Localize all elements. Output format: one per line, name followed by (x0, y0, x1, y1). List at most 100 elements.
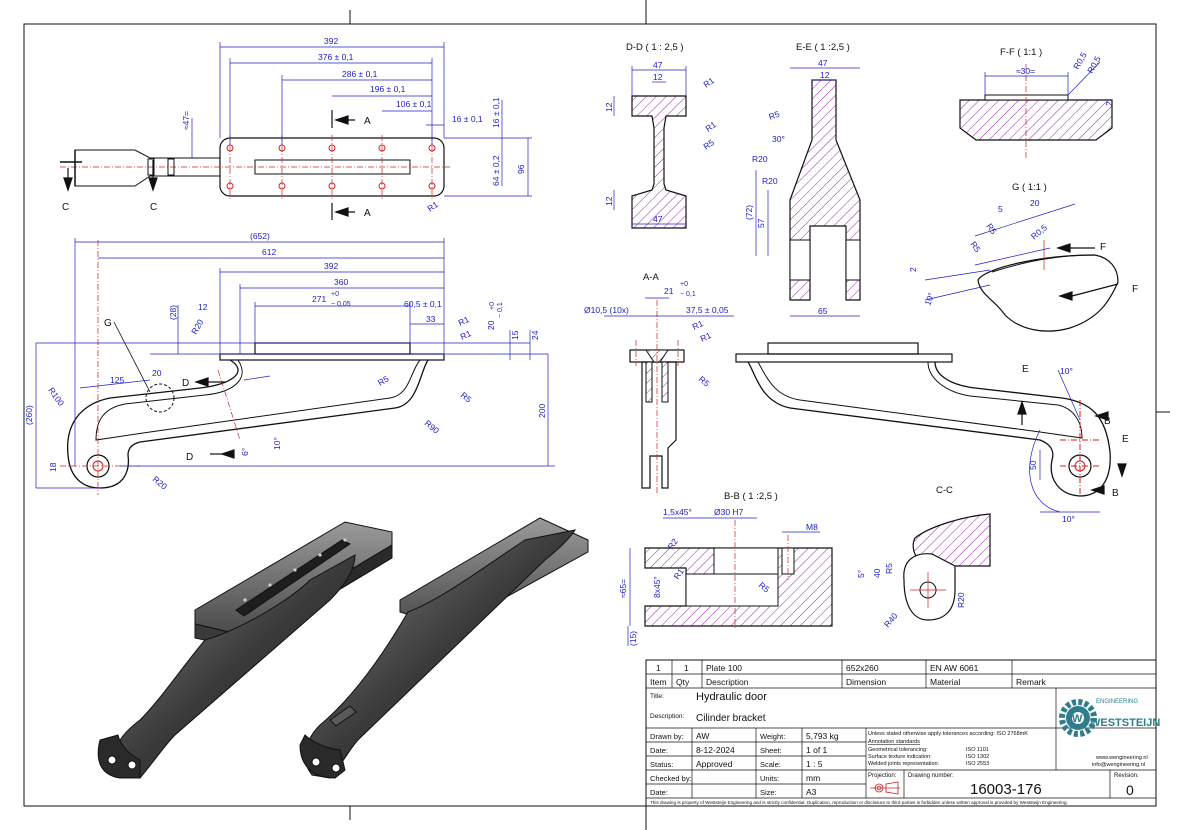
section-marker-d-top: D (182, 378, 189, 389)
section-c-c-title: C-C (936, 485, 953, 496)
cc-dim-5-deg: 5° (856, 570, 866, 578)
ff-dim-r05-b: R0,5 (1085, 54, 1103, 75)
ff-dim-2: 2 (1104, 101, 1114, 106)
dim-260: (260) (24, 405, 34, 425)
dim-360: 360 (334, 277, 348, 287)
dd-dim-r1-a: R1 (701, 75, 716, 90)
tb-title-label: Title: (650, 693, 664, 700)
ff-dim-30: ≈30= (1016, 66, 1035, 76)
rv-dim-10-deg-top: 10° (1060, 366, 1073, 376)
side-view: D D G (652) 612 392 360 271 +0 (24, 231, 555, 495)
aa-dim-hole: Ø10,5 (10x) (584, 305, 629, 315)
tb-revision-label: Revision: (1114, 773, 1139, 779)
section-marker-e-top: E (1022, 364, 1029, 375)
tb-std-label-geometric: Geometrical tolerancing: (868, 747, 928, 753)
g-dim-20: 20 (1030, 198, 1040, 208)
aa-dim-r1-b: R1 (699, 330, 713, 344)
dim-6-deg: 6° (240, 448, 250, 456)
dd-dim-r1-b: R1 (703, 119, 718, 134)
aa-dim-37-5: 37,5 ± 0,05 (686, 305, 729, 315)
tb-description: Cilinder bracket (696, 713, 766, 724)
cc-dim-r5: R5 (884, 563, 894, 574)
dim-15: 15 (510, 330, 520, 340)
title-block: 1 1 Plate 100 652x260 EN AW 6061 Item Qt… (645, 659, 1160, 807)
tb-title: Hydraulic door (696, 691, 767, 703)
dim-271-lower-tol: − 0,05 (331, 301, 351, 308)
dim-18: 18 (48, 462, 58, 472)
dim-12-side: 12 (198, 302, 208, 312)
bb-dim-m8: M8 (806, 522, 818, 532)
side-view-right: E E B B 10° 50 10° (735, 342, 1129, 524)
dim-20-lower: 20 (152, 368, 162, 378)
tb-drawn-by-label: Drawn by: (650, 732, 684, 741)
dim-60-5: 60,5 ± 0,1 (404, 299, 442, 309)
projection-symbol-icon (870, 781, 900, 795)
dd-dim-12-bottom: 12 (604, 196, 614, 206)
isometric-view-rear (299, 517, 589, 779)
section-marker-c-right: C (150, 202, 157, 213)
logo-company-name: WESTSTEIJN (1090, 717, 1160, 729)
tb-weight: 5,793 kg (806, 731, 839, 741)
bb-dim-65: ≈65= (618, 579, 628, 598)
aa-dim-21: 21 (664, 286, 674, 296)
section-marker-a-top: A (364, 116, 371, 127)
cc-dim-40: 40 (872, 568, 882, 578)
tb-checked-by-label: Checked by: (650, 774, 692, 783)
dim-20-upper-tol: +0 (489, 302, 496, 310)
bb-dim-bore: Ø30 H7 (714, 507, 744, 517)
ee-dim-72: (72) (744, 205, 754, 220)
tb-material-label: Material (930, 677, 960, 687)
dim-r20-lower: R20 (151, 474, 170, 492)
section-a-a: A-A 21 +0 − 0,1 Ø10,5 (10x) 37,5 ± 0,05 … (584, 272, 734, 495)
tb-description-value: Plate 100 (706, 663, 742, 673)
dim-125: 125 (110, 375, 124, 385)
tb-drawing-number: 16003-176 (970, 781, 1042, 798)
ee-dim-12: 12 (820, 70, 830, 80)
rv-dim-50: 50 (1028, 460, 1038, 470)
section-marker-d-bottom: D (186, 452, 193, 463)
tb-weight-label: Weight: (760, 732, 785, 741)
tb-remark-label: Remark (1016, 677, 1047, 687)
dim-r20-upper: R20 (189, 317, 206, 336)
section-marker-c-left: C (62, 202, 69, 213)
g-dim-r05: R0,5 (1029, 222, 1049, 241)
dim-33: 33 (426, 314, 436, 324)
tb-dimension-label: Dimension (846, 677, 886, 687)
g-dim-10-deg: 10° (922, 291, 936, 307)
dim-392-top: 392 (324, 36, 338, 46)
dim-96: 96 (516, 164, 526, 174)
tb-size-label: Size: (760, 788, 777, 797)
tb-qty-value: 1 (684, 663, 689, 673)
tb-status: Approved (696, 759, 733, 769)
bb-dim-15: (15) (628, 631, 638, 646)
svg-text:W: W (1072, 713, 1083, 725)
dim-20-side: 20 (486, 320, 496, 330)
g-dim-5: 5 (998, 204, 1003, 214)
tb-sheet-label: Sheet: (760, 746, 782, 755)
tb-std-value-geometric: ISO 1101 (966, 747, 989, 753)
dim-r1-b: R1 (459, 328, 473, 342)
dim-r5-b: R5 (459, 390, 474, 405)
dd-dim-12-top: 12 (653, 72, 663, 82)
tb-status-label: Status: (650, 760, 673, 769)
section-b-b-title: B-B ( 1 :2,5 ) (724, 491, 778, 502)
tb-scale: 1 : 5 (806, 759, 823, 769)
tb-drawn-by: AW (696, 731, 709, 741)
tb-date-label: Date: (650, 746, 668, 755)
tb-sheet: 1 of 1 (806, 745, 828, 755)
dd-dim-47-top: 47 (653, 60, 663, 70)
aa-dim-r5: R5 (697, 374, 712, 389)
tb-drawing-number-label: Drawing number: (908, 773, 954, 779)
tb-qty-label: Qty (676, 677, 690, 687)
tb-units: mm (806, 773, 820, 783)
tb-material-value: EN AW 6061 (930, 663, 979, 673)
cc-dim-r20: R20 (956, 592, 966, 608)
dim-47-top: ≈47= (181, 111, 191, 130)
section-marker-f-bottom: F (1132, 284, 1138, 295)
dim-286: 286 ± 0,1 (342, 69, 378, 79)
dim-10-deg: 10° (272, 437, 282, 450)
company-logo: W ENGINEERING WESTSTEIJN (1059, 699, 1160, 737)
isometric-view-front (97, 521, 393, 779)
bb-dim-chamfer: 1,5x45° (663, 507, 692, 517)
